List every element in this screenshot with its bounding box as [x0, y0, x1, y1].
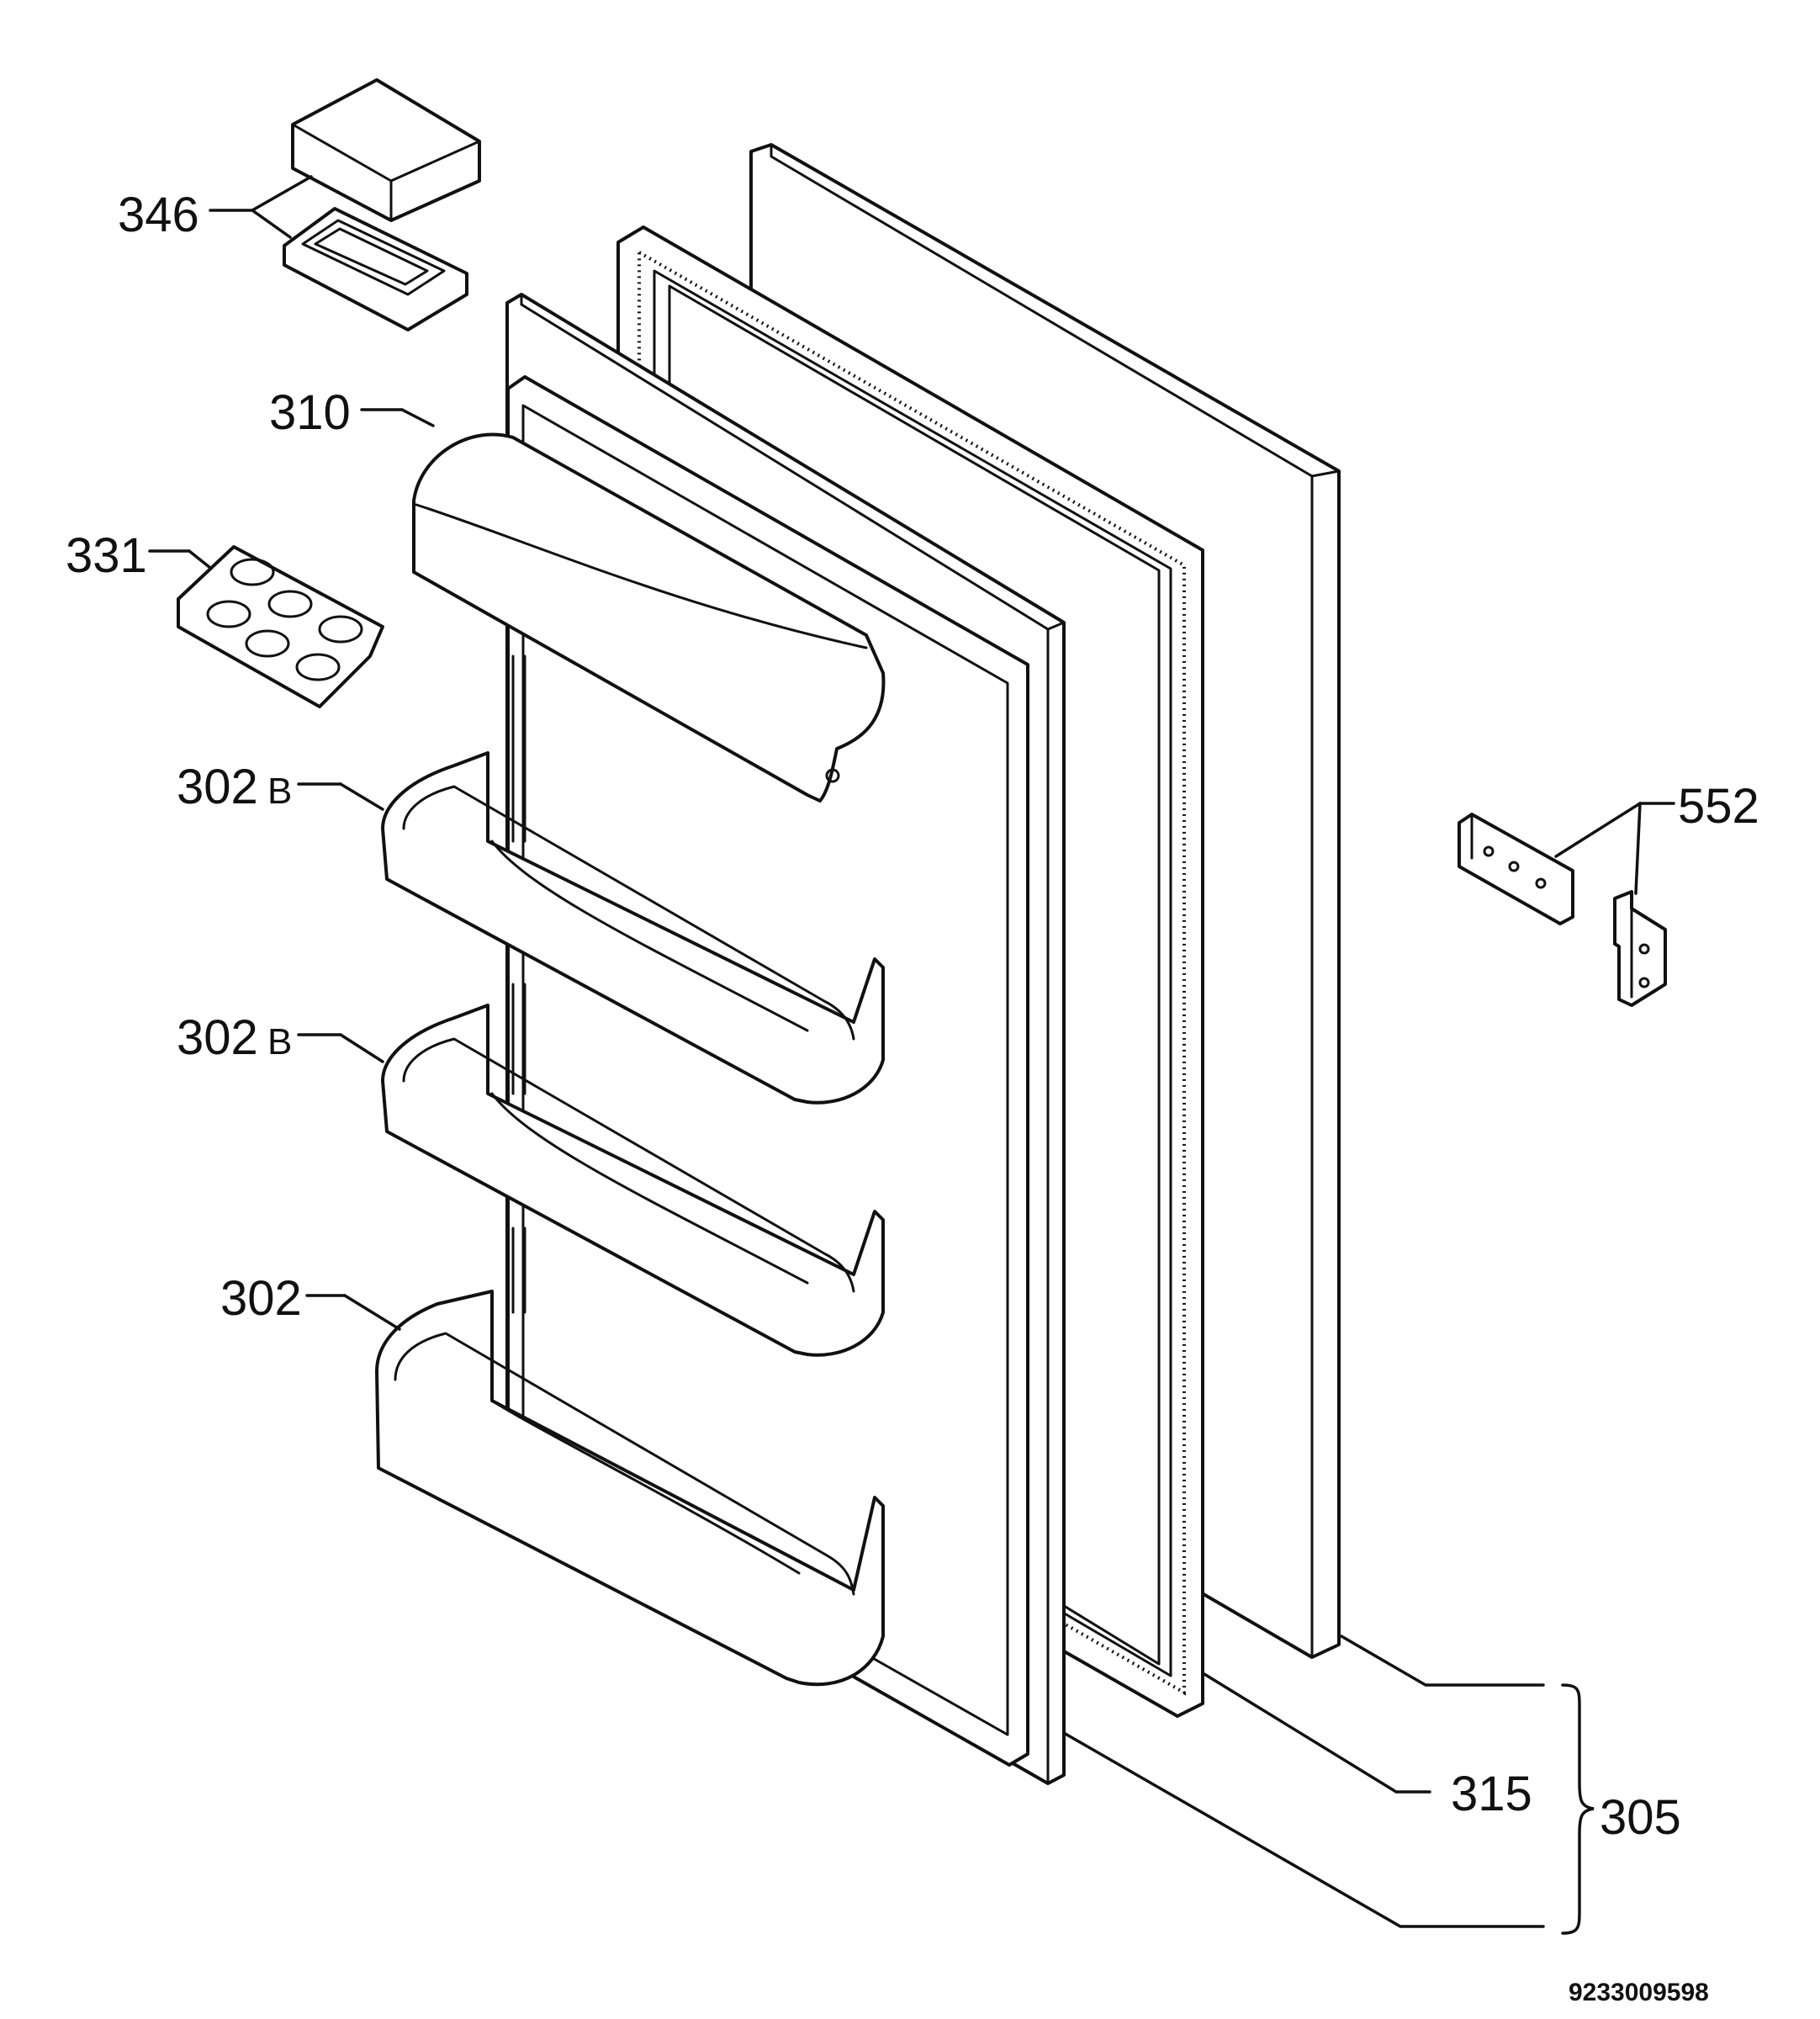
door-shelf-302-bottom [375, 1290, 885, 1687]
label-552: 552 [1678, 779, 1759, 834]
label-302: 302 [220, 1271, 302, 1326]
dairy-cover-310 [412, 432, 886, 803]
label-305: 305 [1600, 1790, 1681, 1845]
hinge-parts-552 [1458, 813, 1667, 1007]
label-346: 346 [118, 188, 199, 242]
part-labels: 346 310 331 302 B 302 B 302 552 315 305 … [66, 188, 1759, 2006]
door-shelf-302b-lower [381, 1004, 885, 1357]
label-310: 310 [269, 385, 351, 440]
document-number: 9233009598 [1569, 1979, 1709, 2006]
butter-box-346 [283, 78, 481, 331]
label-302b-lower-suffix: B [267, 1021, 292, 1062]
leader-lines [148, 175, 1675, 1935]
label-302b-lower: 302 [177, 1010, 258, 1065]
door-shelf-302b-upper [381, 751, 885, 1105]
egg-tray-331 [177, 545, 384, 708]
label-302b-upper-suffix: B [267, 771, 292, 812]
label-331: 331 [66, 528, 147, 583]
label-302b-upper: 302 [177, 760, 258, 814]
label-315: 315 [1451, 1767, 1532, 1821]
